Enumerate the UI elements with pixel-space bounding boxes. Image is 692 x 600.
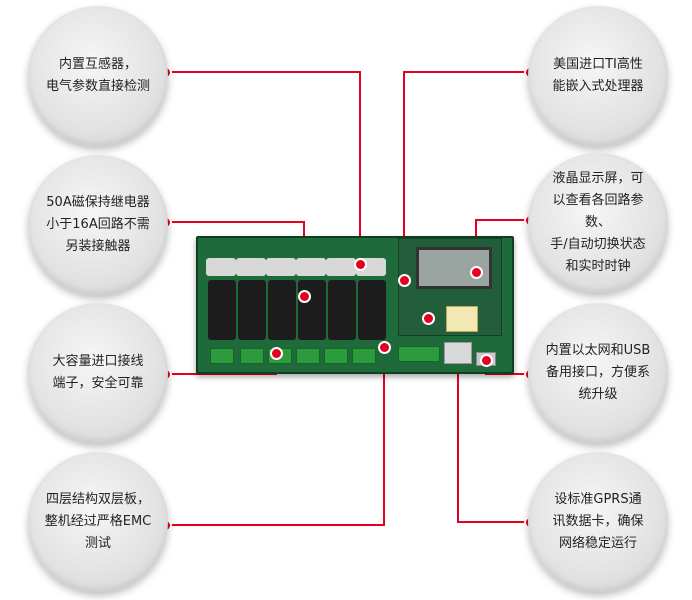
connector-top-left: [165, 71, 361, 264]
ethernet-port: [444, 342, 472, 364]
terminal-block: [324, 348, 348, 364]
current-transformer: [236, 258, 266, 276]
terminal-block: [398, 346, 440, 362]
callout-bubble: 四层结构双层板， 整机经过严格EMC 测试: [28, 452, 168, 592]
current-transformer: [296, 258, 326, 276]
connector-dot: [299, 291, 309, 301]
callout-bubble: 50A磁保持继电器 小于16A回路不需 另装接触器: [28, 155, 168, 295]
callout-text: 液晶显示屏，可 以查看各回路参数、 手/自动切换状态 和实时时钟: [550, 171, 646, 274]
callout-bubble: 设标准GPRS通 讯数据卡，确保 网络稳定运行: [528, 452, 668, 592]
connector-top-right: [403, 71, 530, 280]
connector-dot: [423, 313, 433, 323]
connector-dot: [481, 355, 491, 365]
callout-text: 内置以太网和USB 备用接口，方便系 统升级: [545, 343, 651, 402]
terminal-block: [352, 348, 376, 364]
connector-dot: [379, 342, 389, 352]
relay: [358, 280, 386, 340]
current-transformer: [266, 258, 296, 276]
relay: [298, 280, 326, 340]
callout-bubble: 内置互感器， 电气参数直接检测: [28, 6, 168, 146]
callout-text: 四层结构双层板， 整机经过严格EMC 测试: [44, 492, 152, 551]
connector-bottom-left: [165, 347, 385, 526]
relay: [238, 280, 266, 340]
callout-text: 设标准GPRS通 讯数据卡，确保 网络稳定运行: [552, 492, 644, 551]
lcd-screen: [416, 247, 492, 289]
callout-text: 大容量进口接线 端子，安全可靠: [52, 354, 144, 391]
connector-dot: [271, 348, 281, 358]
current-transformer: [206, 258, 236, 276]
callout-text: 美国进口TI高性 能嵌入式处理器: [552, 57, 644, 94]
current-transformer: [326, 258, 356, 276]
relay: [268, 280, 296, 340]
gprs-card: [446, 306, 478, 332]
terminal-block: [296, 348, 320, 364]
relay: [208, 280, 236, 340]
terminal-block: [210, 348, 234, 364]
callout-bubble: 内置以太网和USB 备用接口，方便系 统升级: [528, 303, 668, 443]
relay: [328, 280, 356, 340]
callout-bubble: 美国进口TI高性 能嵌入式处理器: [528, 6, 668, 146]
connector-dot: [471, 267, 481, 277]
callout-text: 50A磁保持继电器 小于16A回路不需 另装接触器: [46, 195, 150, 254]
connector-dot: [355, 259, 365, 269]
terminal-block: [240, 348, 264, 364]
callout-bubble: 大容量进口接线 端子，安全可靠: [28, 303, 168, 443]
callout-bubble: 液晶显示屏，可 以查看各回路参数、 手/自动切换状态 和实时时钟: [528, 153, 668, 293]
connector-dot: [399, 275, 409, 285]
callout-text: 内置互感器， 电气参数直接检测: [45, 57, 150, 94]
